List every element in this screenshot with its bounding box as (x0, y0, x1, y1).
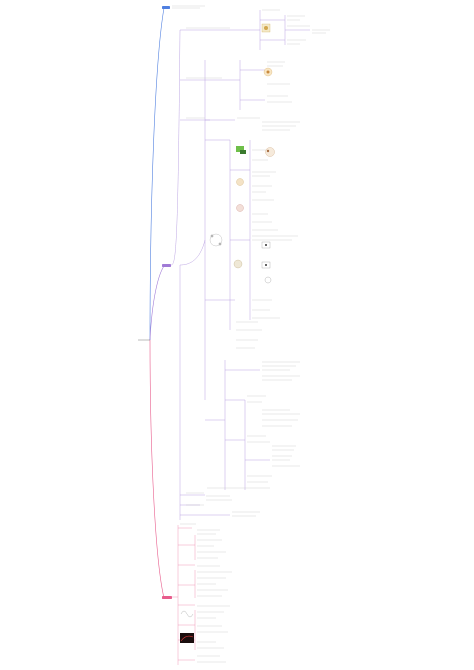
branch-bottom-connector (149, 339, 165, 599)
cell-diagram-icon (263, 67, 273, 77)
branch-top-tag[interactable] (162, 6, 170, 9)
middle-branch-connectors (170, 10, 310, 520)
organelle-icon (233, 178, 244, 269)
red-curve-icon (180, 633, 194, 643)
branch-top-connector (149, 7, 165, 341)
top-branch-leaf (172, 5, 205, 9)
cycle-diagram-icon (209, 233, 223, 247)
branch-middle-tag[interactable] (162, 264, 171, 267)
middle-branch-leaves (186, 9, 330, 517)
bottom-branch-leaves (180, 523, 232, 663)
branch-middle-connector (149, 265, 165, 341)
cell-cluster-icon (265, 147, 275, 157)
plant-icon (236, 146, 246, 154)
trunk-connectors (149, 7, 165, 599)
graph-icon (261, 241, 272, 284)
branch-bottom-tag[interactable] (162, 596, 172, 599)
wave-graph-icon (180, 610, 194, 618)
microscope-icon (261, 23, 271, 33)
bottom-branch-connectors (172, 525, 196, 665)
